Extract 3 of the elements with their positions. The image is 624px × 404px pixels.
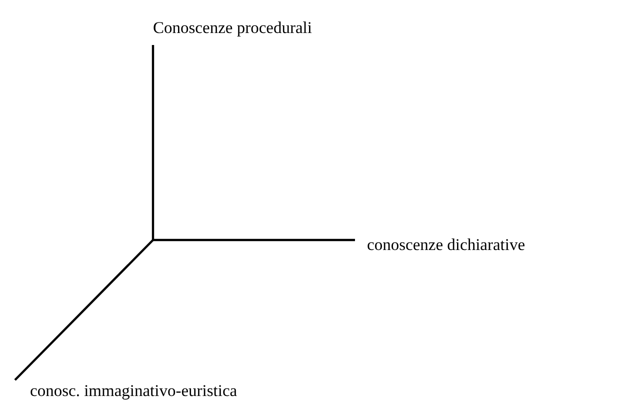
- axis-label: conoscenze dichiarative: [367, 235, 526, 255]
- axis-label: conosc. immaginativo-euristica: [30, 381, 238, 401]
- axis-label: Conoscenze procedurali: [153, 18, 312, 38]
